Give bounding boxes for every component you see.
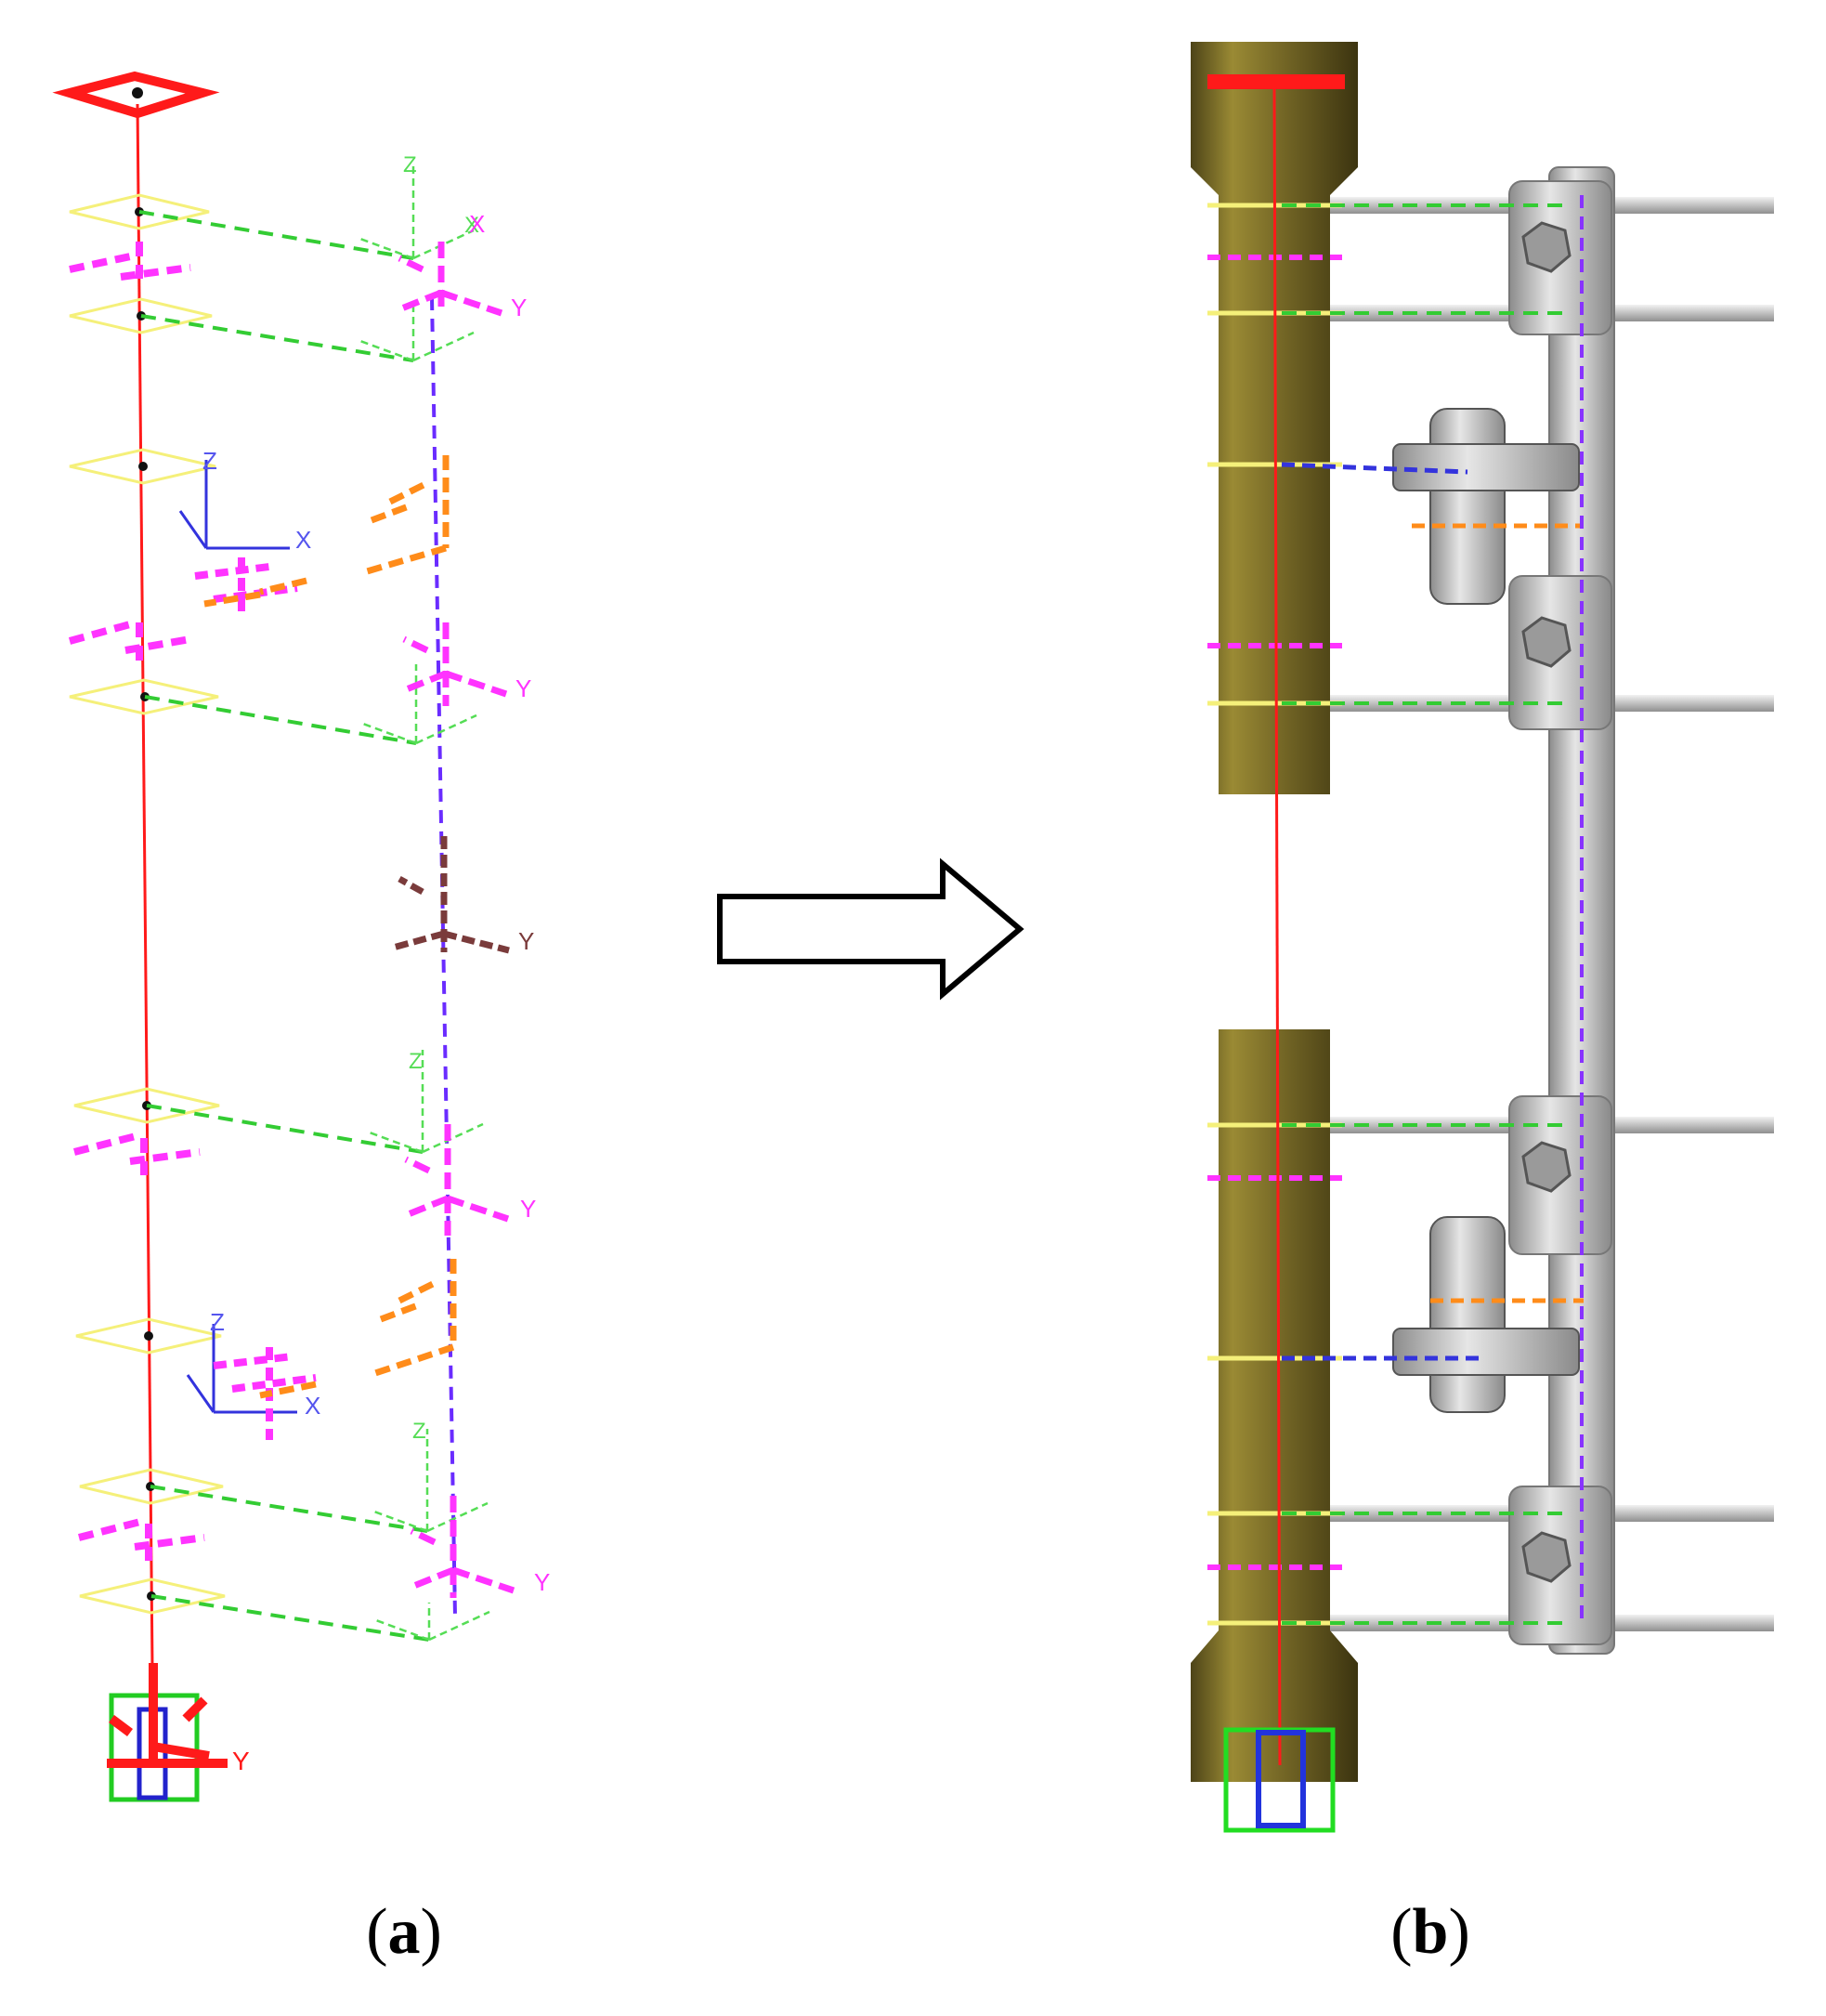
axis-label-x: X	[464, 213, 479, 238]
axis-label-z: Z	[210, 1308, 225, 1336]
rung-triads	[357, 165, 490, 1642]
joint-triad-labels: Z X Z X	[202, 447, 320, 1420]
bar-frames	[398, 242, 515, 1598]
pin-clamps	[1392, 408, 1580, 1413]
mid-frame	[392, 836, 510, 954]
base-frame	[107, 1663, 228, 1768]
panel-b-rendered	[1191, 42, 1774, 1833]
panel-a-wireframe: Z X Z Z Y X Y Y Y	[52, 71, 550, 1802]
right-arrow-icon	[717, 857, 1024, 1001]
clamp-lines	[1281, 462, 1584, 1361]
lower-rod	[1191, 1029, 1358, 1782]
axis-label-x: X	[295, 526, 311, 554]
axis-label-z: Z	[409, 1049, 423, 1074]
axis-frames	[68, 242, 205, 1561]
rung-triad-labels: Z X Z Z	[403, 152, 479, 1444]
base-box-inner-b	[1256, 1730, 1306, 1828]
main-axis-line-b	[1272, 81, 1282, 1766]
rung-lines	[138, 210, 430, 1642]
top-node	[132, 87, 143, 98]
caption-b: (b)	[1390, 1896, 1470, 1968]
pins	[1319, 197, 1774, 1631]
axis-label-y: Y	[518, 927, 534, 955]
top-anchor-diamond	[52, 71, 220, 119]
main-axis-line	[136, 103, 155, 1766]
clamp-frames	[203, 455, 457, 1399]
axis-label-y: Y	[511, 294, 527, 321]
top-marker-bar	[1207, 74, 1345, 89]
axis-label-y: Y	[520, 1195, 536, 1223]
axis-label-z: Z	[202, 447, 217, 475]
axis-label-x: X	[469, 210, 485, 238]
bar-frame-labels: Y X Y Y Y	[469, 210, 550, 1596]
axis-label-y: Y	[515, 674, 531, 702]
bolt-heads	[1521, 221, 1572, 1583]
axis-label-y: Y	[534, 1568, 550, 1596]
bar-axis-line	[430, 296, 457, 1617]
axis-label-y: Y	[232, 1747, 250, 1775]
axis-label-z: Z	[412, 1419, 426, 1444]
caption-a: (a)	[366, 1896, 442, 1968]
ring-markers	[69, 193, 226, 1615]
axis-label-z: Z	[403, 152, 417, 177]
joint-triads	[178, 460, 297, 1414]
axis-label-x: X	[305, 1392, 320, 1420]
